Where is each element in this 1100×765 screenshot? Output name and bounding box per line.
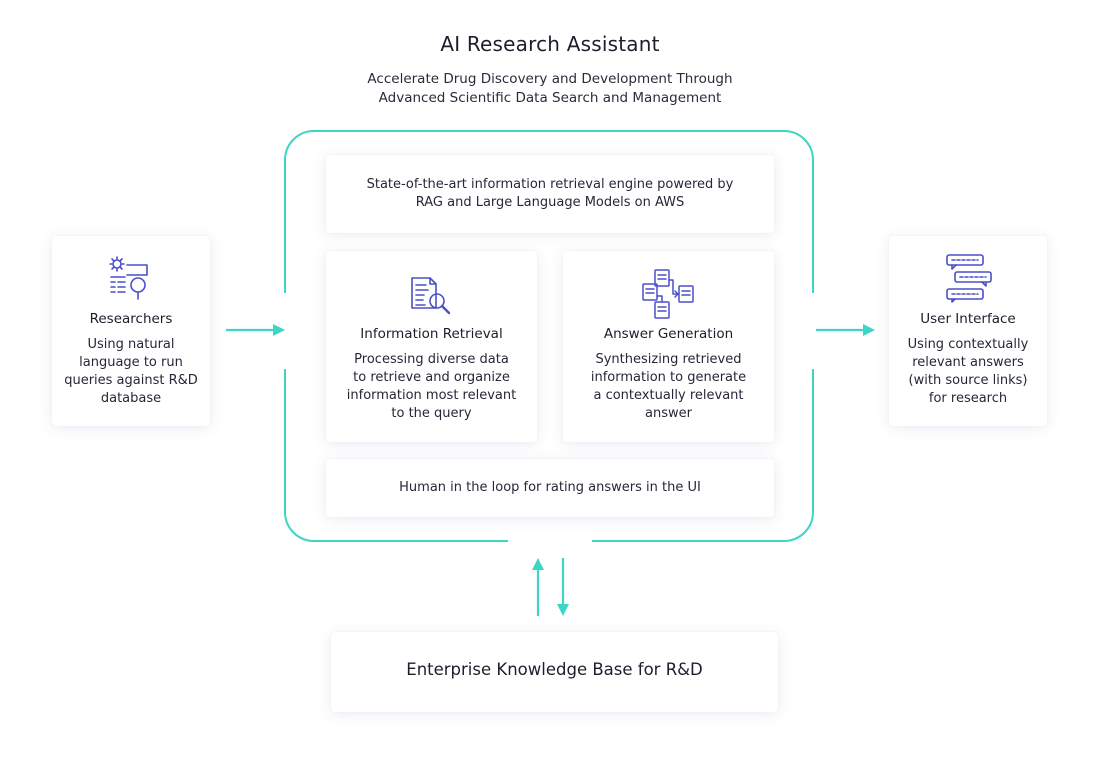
generation-line: a contextually relevant: [593, 388, 744, 403]
diagram-title: AI Research Assistant: [440, 32, 660, 56]
generation-card: Answer Generation Synthesizing retrieved…: [563, 251, 774, 442]
user-interface-line: relevant answers: [912, 355, 1024, 370]
researchers-line: database: [100, 391, 162, 406]
knowledge-base-card: Enterprise Knowledge Base for R&D: [331, 632, 778, 712]
generation-line: answer: [645, 406, 692, 421]
retrieval-line: to retrieve and organize: [353, 370, 510, 385]
user-interface-card: User Interface Using contextually releva…: [889, 236, 1047, 426]
user-interface-description: Using contextually relevant answers (wit…: [889, 336, 1047, 408]
user-interface-line: Using contextually: [907, 337, 1029, 352]
user-interface-title: User Interface: [920, 311, 1016, 327]
frame-gap-left: [280, 293, 290, 369]
retrieval-description: Processing diverse data to retrieve and …: [326, 351, 537, 423]
retrieval-line: information most relevant: [346, 388, 517, 403]
frame-gap-bottom: [508, 536, 592, 546]
researchers-description: Using natural language to run queries ag…: [52, 336, 210, 408]
diagram-subtitle: Accelerate Drug Discovery and Developmen…: [300, 70, 800, 108]
subtitle-line-1: Accelerate Drug Discovery and Developmen…: [367, 71, 733, 87]
generation-title: Answer Generation: [603, 326, 734, 342]
document-search-icon: [411, 277, 451, 315]
generation-description: Synthesizing retrieved information to ge…: [563, 351, 774, 423]
retrieval-title: Information Retrieval: [360, 326, 503, 342]
engine-card: State-of-the-art information retrieval e…: [326, 155, 774, 233]
engine-line-1: State-of-the-art information retrieval e…: [366, 177, 734, 192]
human-loop-label: Human in the loop for rating answers in …: [399, 480, 701, 495]
documents-flow-icon: [642, 269, 694, 319]
researchers-title: Researchers: [89, 311, 173, 327]
gear-magnifier-icon: [109, 256, 148, 300]
researchers-line: Using natural: [87, 337, 175, 352]
chat-bubbles-icon: [946, 254, 992, 303]
user-interface-line: (with source links): [908, 373, 1028, 388]
researchers-line: queries against R&D: [64, 373, 198, 388]
retrieval-card: Information Retrieval Processing diverse…: [326, 251, 537, 442]
arrowhead-researchers-to-engine: [273, 324, 285, 336]
engine-line-2: RAG and Large Language Models on AWS: [415, 195, 685, 210]
arrowhead-engine-to-kb: [557, 604, 569, 616]
researchers-card: Researchers Using natural language to ru…: [52, 236, 210, 426]
retrieval-line: to the query: [391, 406, 472, 421]
user-interface-line: for research: [928, 391, 1008, 406]
human-loop-card: Human in the loop for rating answers in …: [326, 459, 774, 517]
frame-gap-right: [809, 293, 819, 369]
arrowhead-engine-to-ui: [863, 324, 875, 336]
retrieval-line: Processing diverse data: [354, 352, 509, 367]
subtitle-line-2: Advanced Scientific Data Search and Mana…: [378, 90, 722, 106]
knowledge-base-label: Enterprise Knowledge Base for R&D: [406, 660, 703, 679]
researchers-line: language to run: [79, 355, 183, 370]
generation-line: information to generate: [590, 370, 747, 385]
generation-line: Synthesizing retrieved: [595, 352, 742, 367]
arrowhead-kb-to-engine: [532, 558, 544, 570]
